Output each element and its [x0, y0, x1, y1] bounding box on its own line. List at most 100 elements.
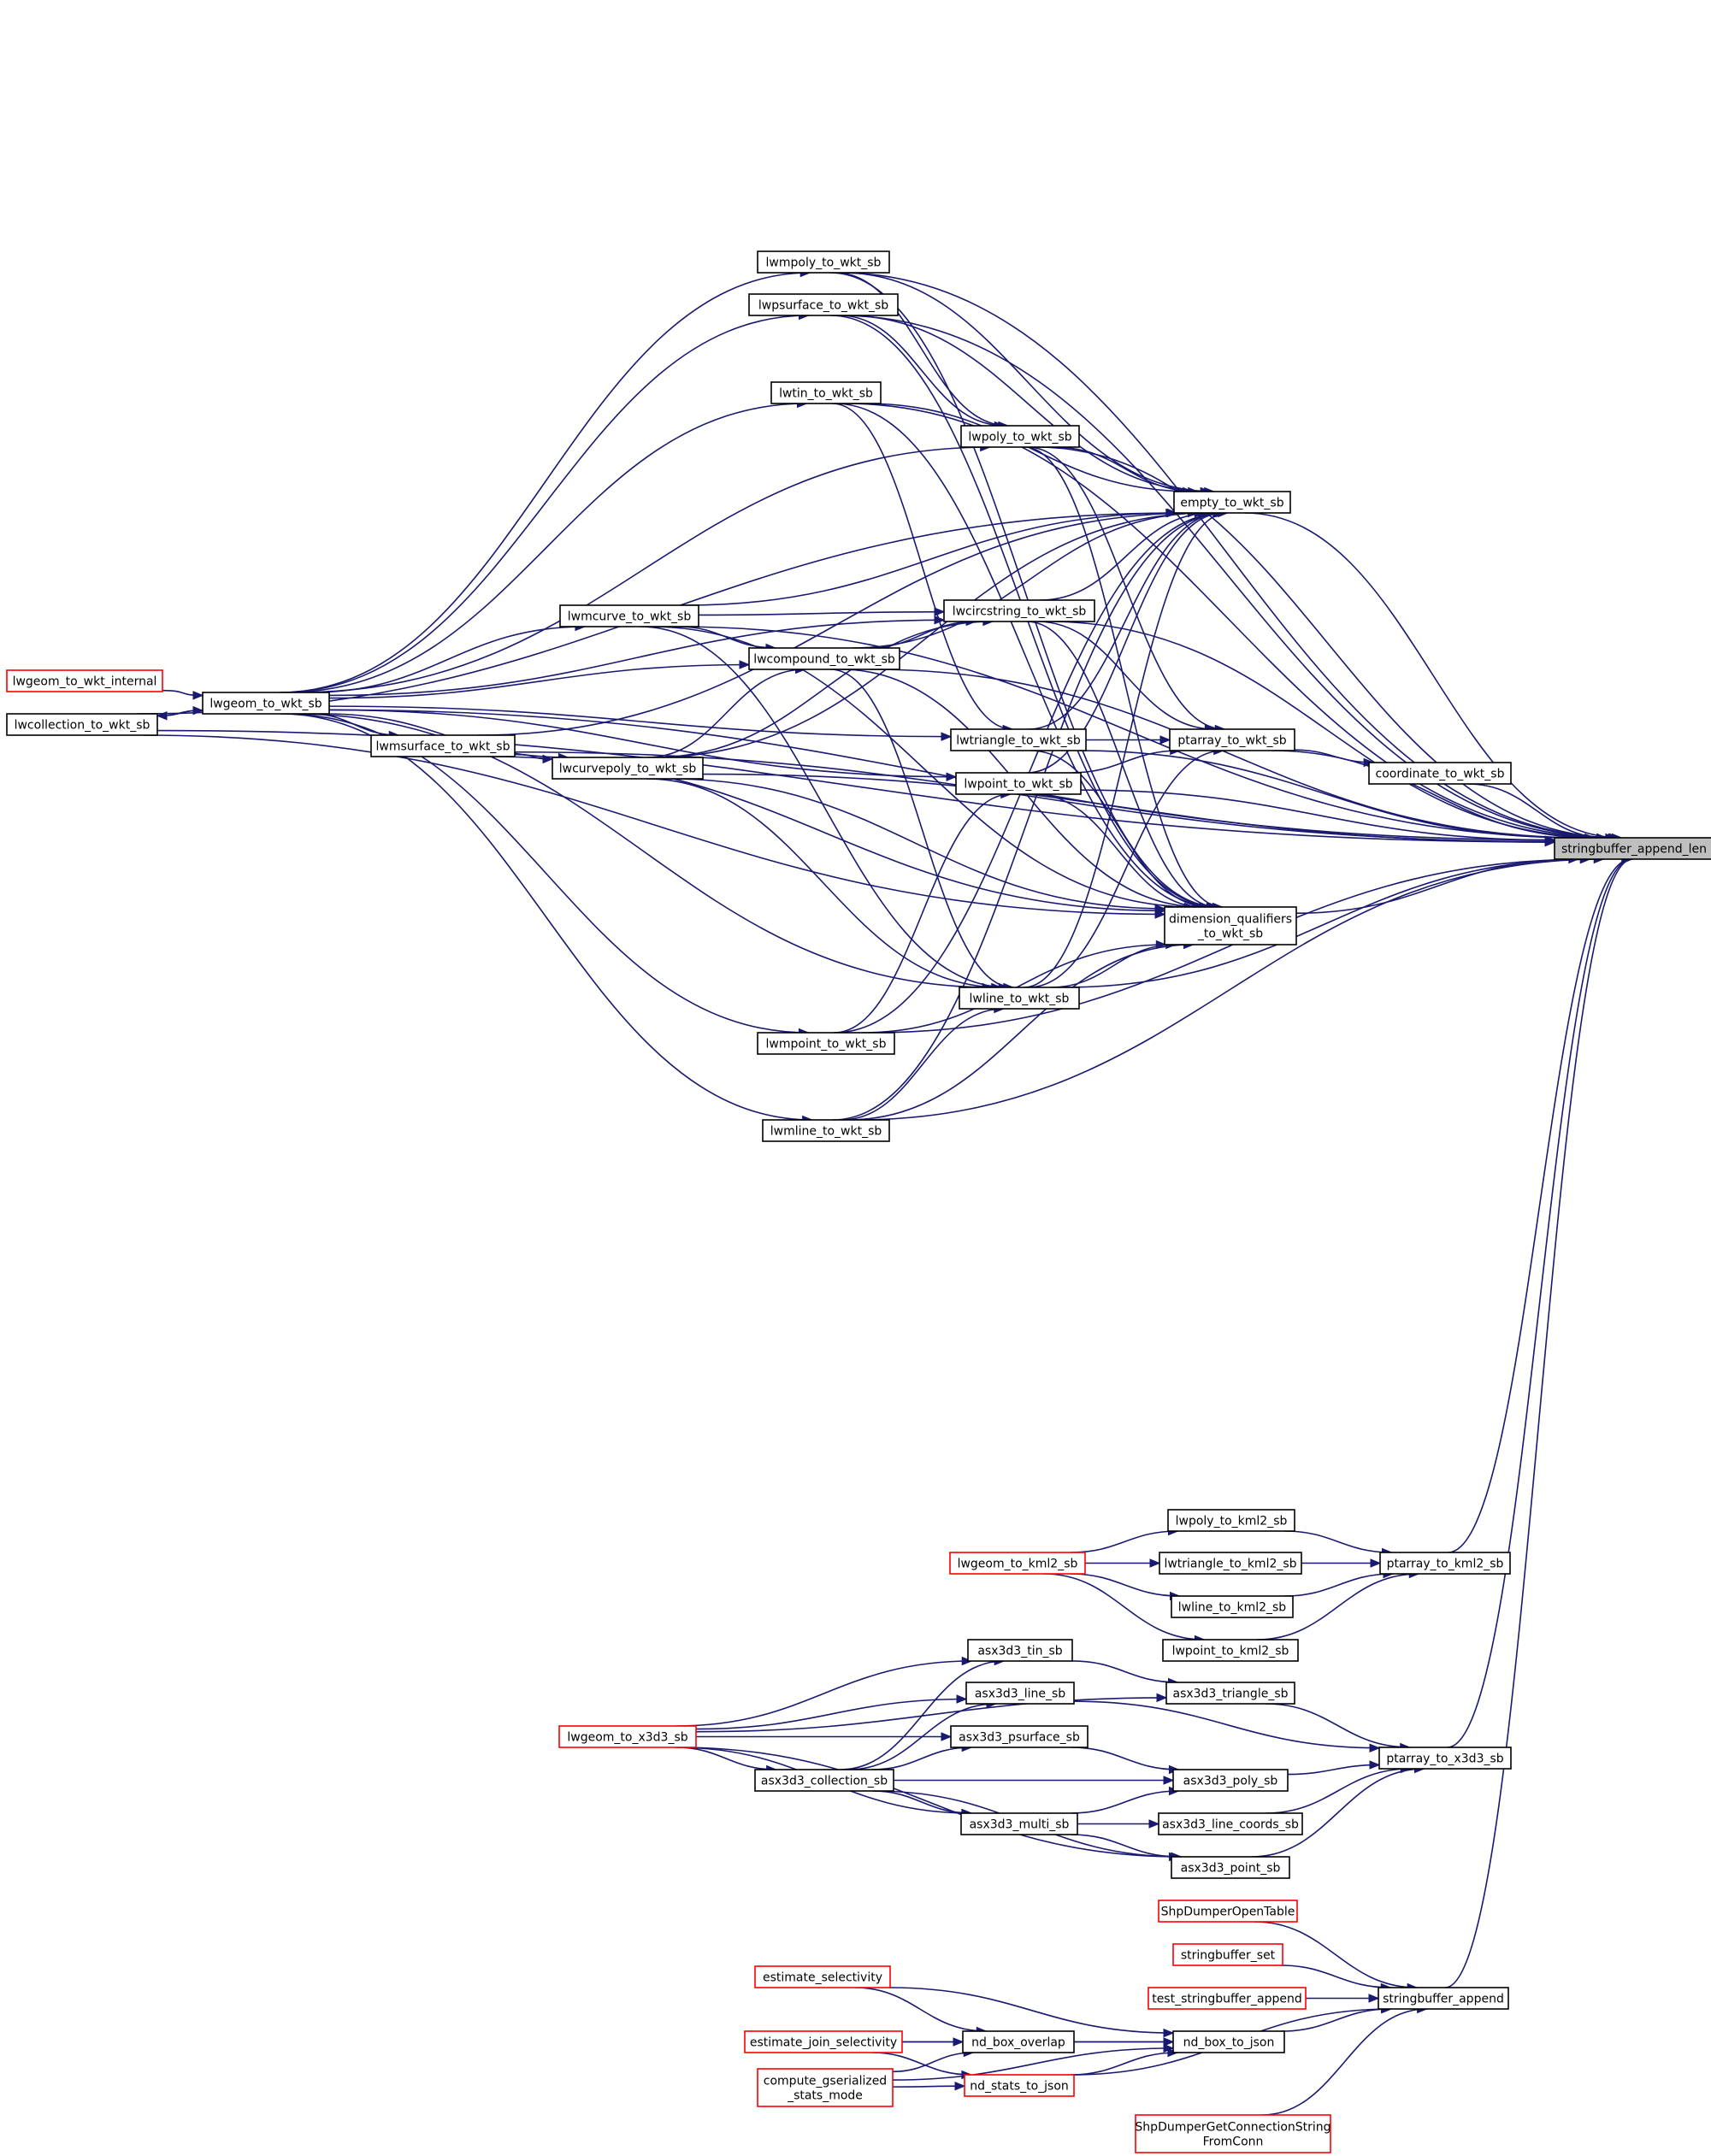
- node-asx3d3_point_sb[interactable]: asx3d3_point_sb: [1171, 1856, 1290, 1879]
- node-asx3d3_line_coords_sb[interactable]: asx3d3_line_coords_sb: [1158, 1812, 1303, 1835]
- node-box[interactable]: [1173, 491, 1291, 514]
- node-lwcollection_to_wkt_sb[interactable]: lwcollection_to_wkt_sb: [6, 713, 158, 736]
- node-box[interactable]: [959, 987, 1080, 1010]
- node-box[interactable]: [1378, 1987, 1509, 2010]
- node-box[interactable]: [1165, 1682, 1295, 1705]
- node-box[interactable]: [748, 647, 900, 670]
- node-box[interactable]: [949, 1552, 1086, 1575]
- node-lwcircstring_to_wkt_sb[interactable]: lwcircstring_to_wkt_sb: [943, 599, 1095, 622]
- node-box[interactable]: [1164, 906, 1297, 945]
- node-lwpoly_to_wkt_sb[interactable]: lwpoly_to_wkt_sb: [960, 425, 1080, 448]
- node-box[interactable]: [1172, 2030, 1285, 2053]
- node-lwpsurface_to_wkt_sb[interactable]: lwpsurface_to_wkt_sb: [748, 293, 899, 316]
- node-box[interactable]: [770, 381, 882, 404]
- node-box[interactable]: [559, 604, 699, 627]
- node-box[interactable]: [6, 669, 163, 692]
- node-lwline_to_wkt_sb[interactable]: lwline_to_wkt_sb: [959, 987, 1080, 1010]
- node-ptarray_to_wkt_sb[interactable]: ptarray_to_wkt_sb: [1169, 728, 1295, 751]
- node-box[interactable]: [1135, 2114, 1331, 2153]
- node-estimate_join_selectivity[interactable]: estimate_join_selectivity: [744, 2030, 903, 2053]
- node-box[interactable]: [1378, 1747, 1512, 1770]
- node-compute_gserialized_stats_mode[interactable]: compute_gserialized_stats_mode: [757, 2068, 894, 2107]
- node-stringbuffer_append_len[interactable]: stringbuffer_append_len: [1554, 837, 1711, 860]
- node-box[interactable]: [1379, 1552, 1511, 1575]
- node-box[interactable]: [1148, 1987, 1307, 2010]
- node-lwgeom_to_x3d3_sb[interactable]: lwgeom_to_x3d3_sb: [558, 1725, 697, 1748]
- node-box[interactable]: [1158, 1812, 1303, 1835]
- node-box[interactable]: [1171, 1595, 1294, 1618]
- node-lwmcurve_to_wkt_sb[interactable]: lwmcurve_to_wkt_sb: [559, 604, 699, 627]
- node-asx3d3_poly_sb[interactable]: asx3d3_poly_sb: [1172, 1769, 1289, 1792]
- node-lwgeom_to_kml2_sb[interactable]: lwgeom_to_kml2_sb: [949, 1552, 1086, 1575]
- node-lwpoint_to_wkt_sb[interactable]: lwpoint_to_wkt_sb: [955, 772, 1082, 795]
- node-lwgeom_to_wkt_sb[interactable]: lwgeom_to_wkt_sb: [202, 692, 330, 715]
- node-nd_box_overlap[interactable]: nd_box_overlap: [962, 2030, 1075, 2053]
- node-box[interactable]: [552, 757, 704, 780]
- node-asx3d3_multi_sb[interactable]: asx3d3_multi_sb: [960, 1812, 1078, 1835]
- node-box[interactable]: [1554, 837, 1711, 860]
- node-nd_box_to_json[interactable]: nd_box_to_json: [1172, 2030, 1285, 2053]
- node-box[interactable]: [1172, 1769, 1289, 1792]
- node-ShpDumperOpenTable[interactable]: ShpDumperOpenTable: [1158, 1900, 1298, 1923]
- node-lwcurvepoly_to_wkt_sb[interactable]: lwcurvepoly_to_wkt_sb: [552, 757, 704, 780]
- node-box[interactable]: [1171, 1856, 1290, 1879]
- node-lwgeom_to_wkt_internal[interactable]: lwgeom_to_wkt_internal: [6, 669, 163, 692]
- node-lwcompound_to_wkt_sb[interactable]: lwcompound_to_wkt_sb: [748, 647, 900, 670]
- node-box[interactable]: [943, 599, 1095, 622]
- node-box[interactable]: [757, 250, 890, 274]
- node-box[interactable]: [1158, 1900, 1298, 1923]
- node-ptarray_to_kml2_sb[interactable]: ptarray_to_kml2_sb: [1379, 1552, 1511, 1575]
- node-box[interactable]: [744, 2030, 903, 2053]
- node-box[interactable]: [1169, 728, 1295, 751]
- node-asx3d3_triangle_sb[interactable]: asx3d3_triangle_sb: [1165, 1682, 1295, 1705]
- node-lwmline_to_wkt_sb[interactable]: lwmline_to_wkt_sb: [762, 1119, 890, 1142]
- node-box[interactable]: [960, 1812, 1078, 1835]
- node-lwtin_to_wkt_sb[interactable]: lwtin_to_wkt_sb: [770, 381, 882, 404]
- node-estimate_selectivity[interactable]: estimate_selectivity: [754, 1965, 891, 1988]
- node-nd_stats_to_json[interactable]: nd_stats_to_json: [964, 2074, 1075, 2097]
- node-box[interactable]: [1159, 1552, 1302, 1575]
- node-lwmsurface_to_wkt_sb[interactable]: lwmsurface_to_wkt_sb: [370, 734, 516, 757]
- node-box[interactable]: [964, 2074, 1075, 2097]
- node-asx3d3_line_sb[interactable]: asx3d3_line_sb: [965, 1682, 1075, 1705]
- node-asx3d3_collection_sb[interactable]: asx3d3_collection_sb: [754, 1769, 894, 1792]
- node-box[interactable]: [754, 1769, 894, 1792]
- node-box[interactable]: [6, 713, 158, 736]
- node-box[interactable]: [754, 1965, 891, 1988]
- node-lwline_to_kml2_sb[interactable]: lwline_to_kml2_sb: [1171, 1595, 1294, 1618]
- node-box[interactable]: [1172, 1943, 1283, 1966]
- node-box[interactable]: [950, 728, 1087, 751]
- node-box[interactable]: [370, 734, 516, 757]
- node-box[interactable]: [960, 425, 1080, 448]
- node-box[interactable]: [1167, 1509, 1295, 1532]
- node-box[interactable]: [757, 2068, 894, 2107]
- node-lwtriangle_to_kml2_sb[interactable]: lwtriangle_to_kml2_sb: [1159, 1552, 1302, 1575]
- node-asx3d3_tin_sb[interactable]: asx3d3_tin_sb: [967, 1639, 1073, 1662]
- node-asx3d3_psurface_sb[interactable]: asx3d3_psurface_sb: [950, 1725, 1089, 1748]
- node-box[interactable]: [748, 293, 899, 316]
- node-stringbuffer_set[interactable]: stringbuffer_set: [1172, 1943, 1283, 1966]
- node-lwpoint_to_kml2_sb[interactable]: lwpoint_to_kml2_sb: [1162, 1639, 1299, 1662]
- node-lwmpoint_to_wkt_sb[interactable]: lwmpoint_to_wkt_sb: [757, 1032, 895, 1055]
- node-coordinate_to_wkt_sb[interactable]: coordinate_to_wkt_sb: [1368, 762, 1512, 785]
- node-dimension_qualifiers_to_wkt_sb[interactable]: dimension_qualifiers_to_wkt_sb: [1164, 906, 1297, 945]
- node-box[interactable]: [558, 1725, 697, 1748]
- node-test_stringbuffer_append[interactable]: test_stringbuffer_append: [1148, 1987, 1307, 2010]
- node-empty_to_wkt_sb[interactable]: empty_to_wkt_sb: [1173, 491, 1291, 514]
- node-box[interactable]: [950, 1725, 1089, 1748]
- node-box[interactable]: [955, 772, 1082, 795]
- node-box[interactable]: [967, 1639, 1073, 1662]
- node-box[interactable]: [1368, 762, 1512, 785]
- node-lwtriangle_to_wkt_sb[interactable]: lwtriangle_to_wkt_sb: [950, 728, 1087, 751]
- node-ptarray_to_x3d3_sb[interactable]: ptarray_to_x3d3_sb: [1378, 1747, 1512, 1770]
- node-box[interactable]: [757, 1032, 895, 1055]
- node-lwmpoly_to_wkt_sb[interactable]: lwmpoly_to_wkt_sb: [757, 250, 890, 274]
- node-box[interactable]: [962, 2030, 1075, 2053]
- node-box[interactable]: [1162, 1639, 1299, 1662]
- node-box[interactable]: [965, 1682, 1075, 1705]
- node-box[interactable]: [202, 692, 330, 715]
- node-stringbuffer_append[interactable]: stringbuffer_append: [1378, 1987, 1509, 2010]
- node-lwpoly_to_kml2_sb[interactable]: lwpoly_to_kml2_sb: [1167, 1509, 1295, 1532]
- node-box[interactable]: [762, 1119, 890, 1142]
